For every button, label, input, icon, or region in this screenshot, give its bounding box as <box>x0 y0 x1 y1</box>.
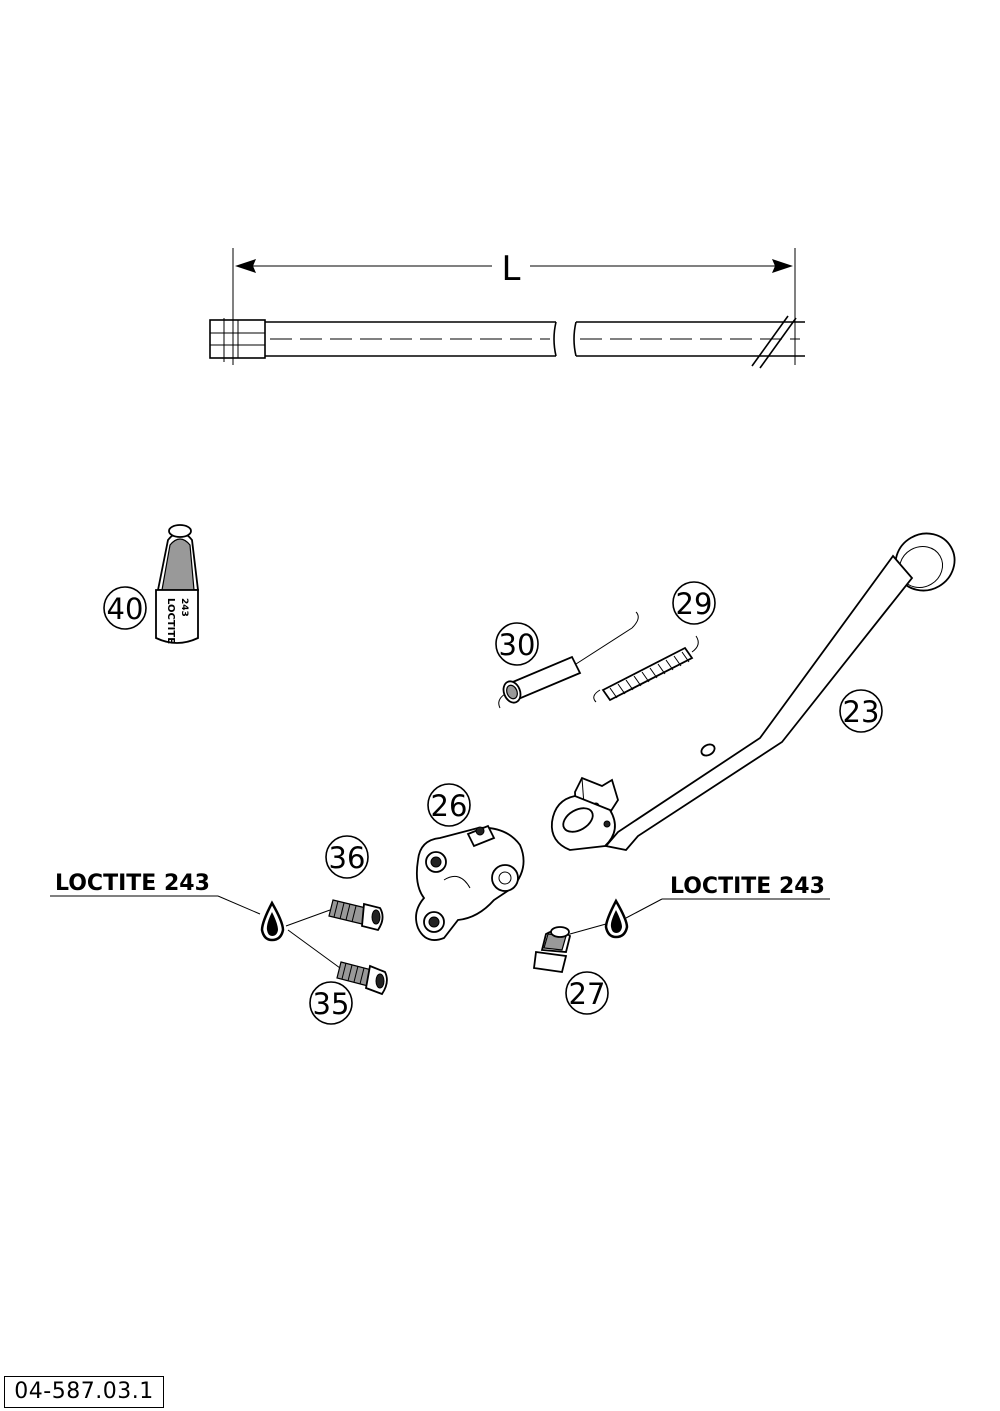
callout-23-number: 23 <box>843 695 880 729</box>
callout-35-number: 35 <box>313 987 350 1021</box>
pivot-bolt <box>532 926 571 974</box>
loctite-tube: LOCTITE 243 <box>155 524 200 644</box>
mounting-bracket <box>415 824 525 941</box>
side-stand <box>550 532 956 851</box>
callout-40: 40 <box>103 586 147 630</box>
spring-short <box>498 611 639 709</box>
loctite-droplet-left <box>260 900 285 942</box>
callout-30: 30 <box>495 622 539 666</box>
callout-36-number: 36 <box>329 841 366 875</box>
length-dimension: L <box>232 248 796 365</box>
loctite-label-left: LOCTITE 243 <box>55 871 210 896</box>
callout-23: 23 <box>839 689 883 733</box>
callout-29-number: 29 <box>676 587 713 621</box>
bolt-upper <box>328 899 384 932</box>
callout-26: 26 <box>427 783 471 827</box>
drawing-code: 04-587.03.1 <box>4 1376 164 1408</box>
dimension-label: L <box>502 249 521 289</box>
arrow-right-icon <box>772 259 793 273</box>
bolt-lower <box>336 961 388 996</box>
callout-27: 27 <box>565 971 609 1015</box>
callout-36: 36 <box>325 835 369 879</box>
tube-brand-text: LOCTITE <box>165 598 176 644</box>
callout-30-number: 30 <box>499 628 536 662</box>
tube-number-text: 243 <box>179 598 189 617</box>
side-stand-rod <box>209 315 805 369</box>
spring-long <box>593 635 699 703</box>
callout-35: 35 <box>309 981 353 1025</box>
loctite-droplet-right <box>604 898 629 939</box>
loctite-label-right: LOCTITE 243 <box>670 874 825 899</box>
arrow-left-icon <box>235 259 256 273</box>
callout-40-number: 40 <box>107 592 144 626</box>
loctite-leaders <box>50 895 830 969</box>
callout-26-number: 26 <box>431 789 468 823</box>
callout-27-number: 27 <box>569 977 606 1011</box>
callout-29: 29 <box>672 581 716 625</box>
